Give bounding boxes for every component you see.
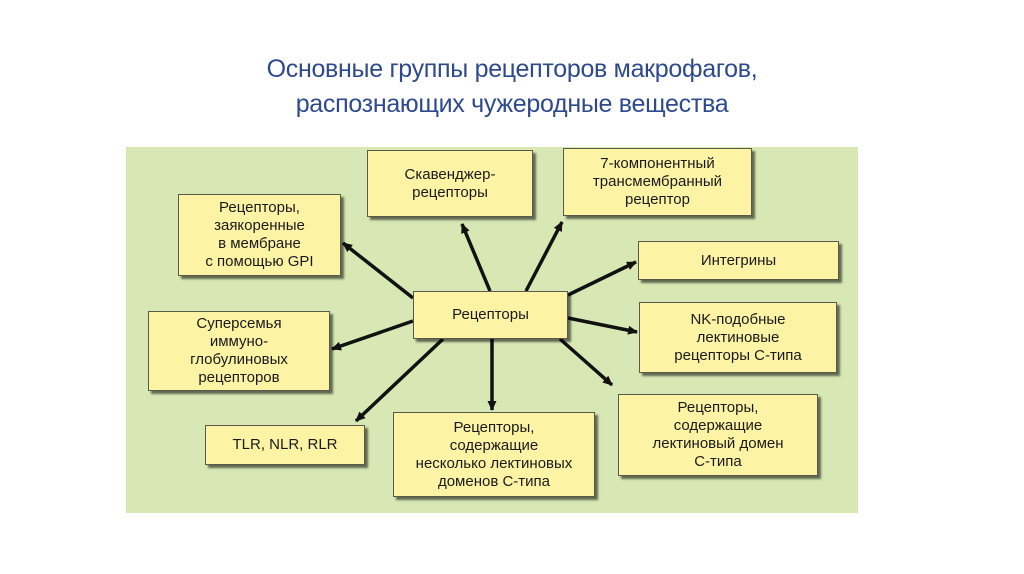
node-immunoglobulin-superfamily: Суперсемья иммуно- глобулиновых рецептор…	[148, 311, 330, 391]
node-receptors-center: Рецепторы	[413, 291, 568, 339]
node-single-lectin-domain: Рецепторы, содержащие лектиновый домен С…	[618, 394, 818, 476]
node-immunoglobulin-line: рецепторов	[198, 369, 280, 386]
node-lectin-single-line: С-типа	[694, 453, 742, 470]
node-seven-tm-receptor: 7-компонентный трансмембранный рецептор	[563, 148, 752, 216]
arrow-to-nk-like	[567, 316, 638, 335]
node-immunoglobulin-line: глобулиновых	[190, 351, 288, 368]
arrow-to-scavenger	[460, 223, 492, 292]
node-nk-like-line: NK-подобные	[690, 310, 786, 328]
arrow-to-immunoglobulin	[331, 319, 414, 351]
arrow-to-seven-tm	[524, 221, 564, 292]
node-integrins-text: Интегрины	[701, 252, 776, 270]
node-nk-like-lectin-text: NK-подобные лектиновые рецепторы С-типа	[674, 311, 801, 365]
node-multiple-lectin-domains: Рецепторы, содержащие несколько лектинов…	[393, 412, 595, 497]
arrow-to-integrins	[567, 260, 637, 297]
node-gpi-anchored-text: Рецепторы, заякоренные в мембране с помо…	[205, 199, 313, 271]
node-scavenger-line: рецепторы	[412, 183, 488, 201]
node-nk-like-line: лектиновые	[696, 328, 780, 346]
node-scavenger-line: Скавенджер-	[404, 165, 496, 183]
node-multiple-lectin-domains-text: Рецепторы, содержащие несколько лектинов…	[416, 419, 573, 491]
node-seven-tm-receptor-text: 7-компонентный трансмембранный рецептор	[593, 155, 722, 209]
node-nk-like-line: рецепторы С-типа	[674, 346, 802, 364]
node-seven-tm-line: 7-компонентный	[600, 155, 715, 172]
slide-title: Основные группы рецепторов макрофагов, р…	[0, 52, 1024, 122]
node-lectin-single-line: содержащие	[673, 417, 763, 434]
node-receptors-center-line: Рецепторы	[452, 306, 529, 323]
node-gpi-line: в мембране	[218, 235, 301, 252]
node-integrins-line: Интегрины	[700, 251, 777, 269]
node-immunoglobulin-line: иммуно-	[209, 333, 269, 350]
node-gpi-line: с помощью GPI	[205, 253, 314, 270]
node-gpi-line: заякоренные	[214, 217, 305, 234]
node-lectin-single-line: Рецепторы,	[677, 399, 759, 416]
node-lectin-single-line: лектиновый домен	[652, 435, 784, 452]
node-lectin-multi-line: содержащие	[449, 436, 539, 454]
node-scavenger-receptors: Скавенджер- рецепторы	[367, 150, 533, 217]
node-integrins: Интегрины	[638, 241, 839, 280]
arrow-to-gpi	[341, 241, 415, 300]
slide-title-line-1: Основные группы рецепторов макрофагов,	[266, 55, 758, 83]
node-lectin-multi-line: несколько лектиновых	[415, 454, 573, 472]
slide-title-line-2: распознающих чужеродные вещества	[295, 90, 729, 118]
node-immunoglobulin-text: Суперсемья иммуно- глобулиновых рецептор…	[190, 315, 288, 387]
node-lectin-multi-line: доменов С-типа	[437, 472, 551, 490]
node-seven-tm-line: рецептор	[625, 191, 690, 208]
node-gpi-line: Рецепторы,	[219, 199, 300, 216]
node-tlr-nlr-rlr-text: TLR, NLR, RLR	[232, 436, 337, 454]
arrow-to-lectin-single	[558, 337, 614, 387]
node-single-lectin-domain-text: Рецепторы, содержащие лектиновый домен С…	[652, 399, 783, 471]
node-immunoglobulin-line: Суперсемья	[196, 315, 282, 332]
node-nk-like-lectin: NK-подобные лектиновые рецепторы С-типа	[639, 302, 837, 373]
node-seven-tm-line: трансмембранный	[592, 173, 723, 190]
node-scavenger-receptors-text: Скавенджер- рецепторы	[405, 166, 496, 202]
node-lectin-multi-line: Рецепторы,	[453, 418, 535, 436]
node-tlr-nlr-rlr: TLR, NLR, RLR	[205, 425, 365, 465]
node-gpi-anchored: Рецепторы, заякоренные в мембране с помо…	[178, 194, 341, 276]
arrow-to-tlr	[354, 337, 445, 423]
node-tlr-line: TLR, NLR, RLR	[232, 436, 338, 453]
node-receptors-center-text: Рецепторы	[452, 306, 529, 324]
